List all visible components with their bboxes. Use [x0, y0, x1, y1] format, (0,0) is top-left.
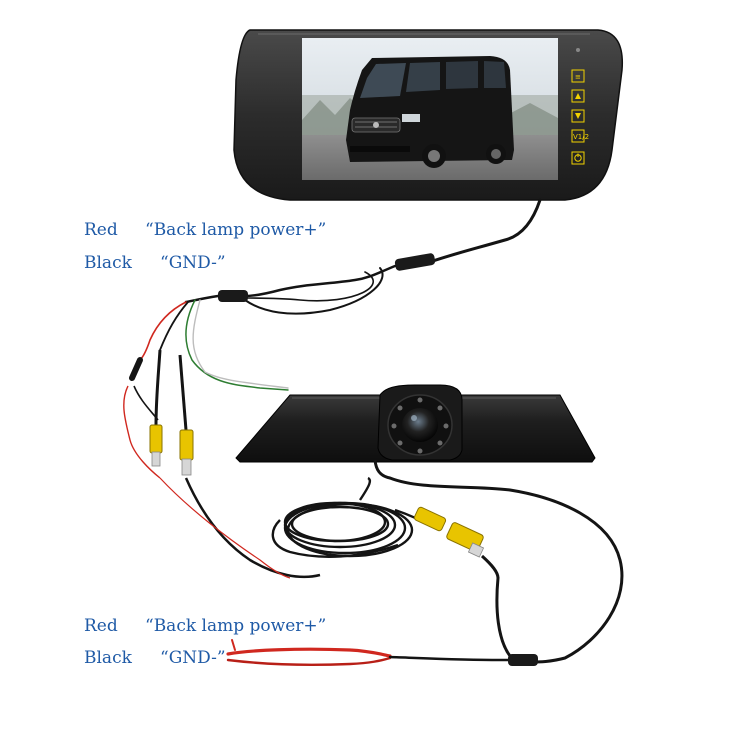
bottom-black-label: Black [84, 648, 132, 668]
svg-text:≡: ≡ [575, 73, 581, 81]
top-black-label: Black [84, 253, 132, 273]
up-arrow-icon[interactable] [571, 89, 585, 103]
monitor-screen [302, 38, 558, 180]
van-image [346, 56, 514, 168]
camera-power-wires [226, 639, 538, 666]
monitor-buttons: ≡ V1/2 [571, 48, 589, 165]
svg-text:V1/2: V1/2 [573, 133, 589, 141]
top-red-label: Red [84, 220, 118, 240]
v1-v2-icon[interactable] [571, 129, 585, 143]
red-lead [159, 477, 291, 579]
power-icon[interactable] [571, 151, 585, 165]
monitor-cable [184, 198, 542, 315]
extension-cable-coil [271, 476, 421, 558]
bottom-red-description: “Back lamp power+” [145, 616, 327, 636]
top-black-description: “GND-” [160, 253, 226, 273]
rear-camera-bar [235, 384, 596, 480]
rca-connectors-left [149, 349, 321, 579]
rca-connector-camera [413, 506, 500, 579]
camera-cable [388, 476, 624, 664]
menu-icon[interactable] [571, 69, 585, 83]
top-red-description: “Back lamp power+” [145, 220, 327, 240]
splitter-wires [139, 299, 289, 391]
bottom-red-label: Red [84, 616, 118, 636]
down-arrow-icon[interactable] [571, 109, 585, 123]
rearview-monitor: ≡ V1/2 [233, 29, 624, 201]
bottom-black-description: “GND-” [160, 648, 226, 668]
